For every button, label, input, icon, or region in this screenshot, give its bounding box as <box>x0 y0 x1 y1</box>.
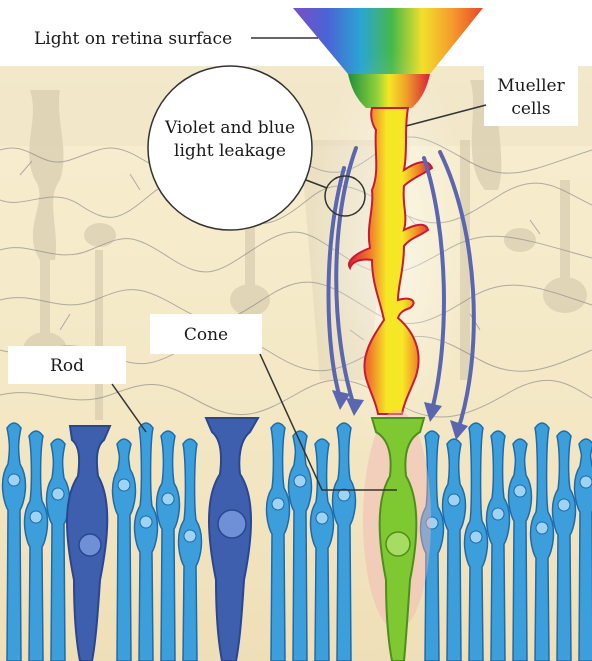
label-leakage-line1: Violet and blue <box>164 118 295 138</box>
label-rod: Rod <box>50 356 84 376</box>
label-mueller-line2: cells <box>511 99 550 119</box>
label-mueller-line1: Mueller <box>497 76 565 96</box>
label-leakage-line2: light leakage <box>174 141 286 161</box>
label-light-on-retina: Light on retina surface <box>34 29 232 49</box>
label-cone: Cone <box>184 325 228 345</box>
